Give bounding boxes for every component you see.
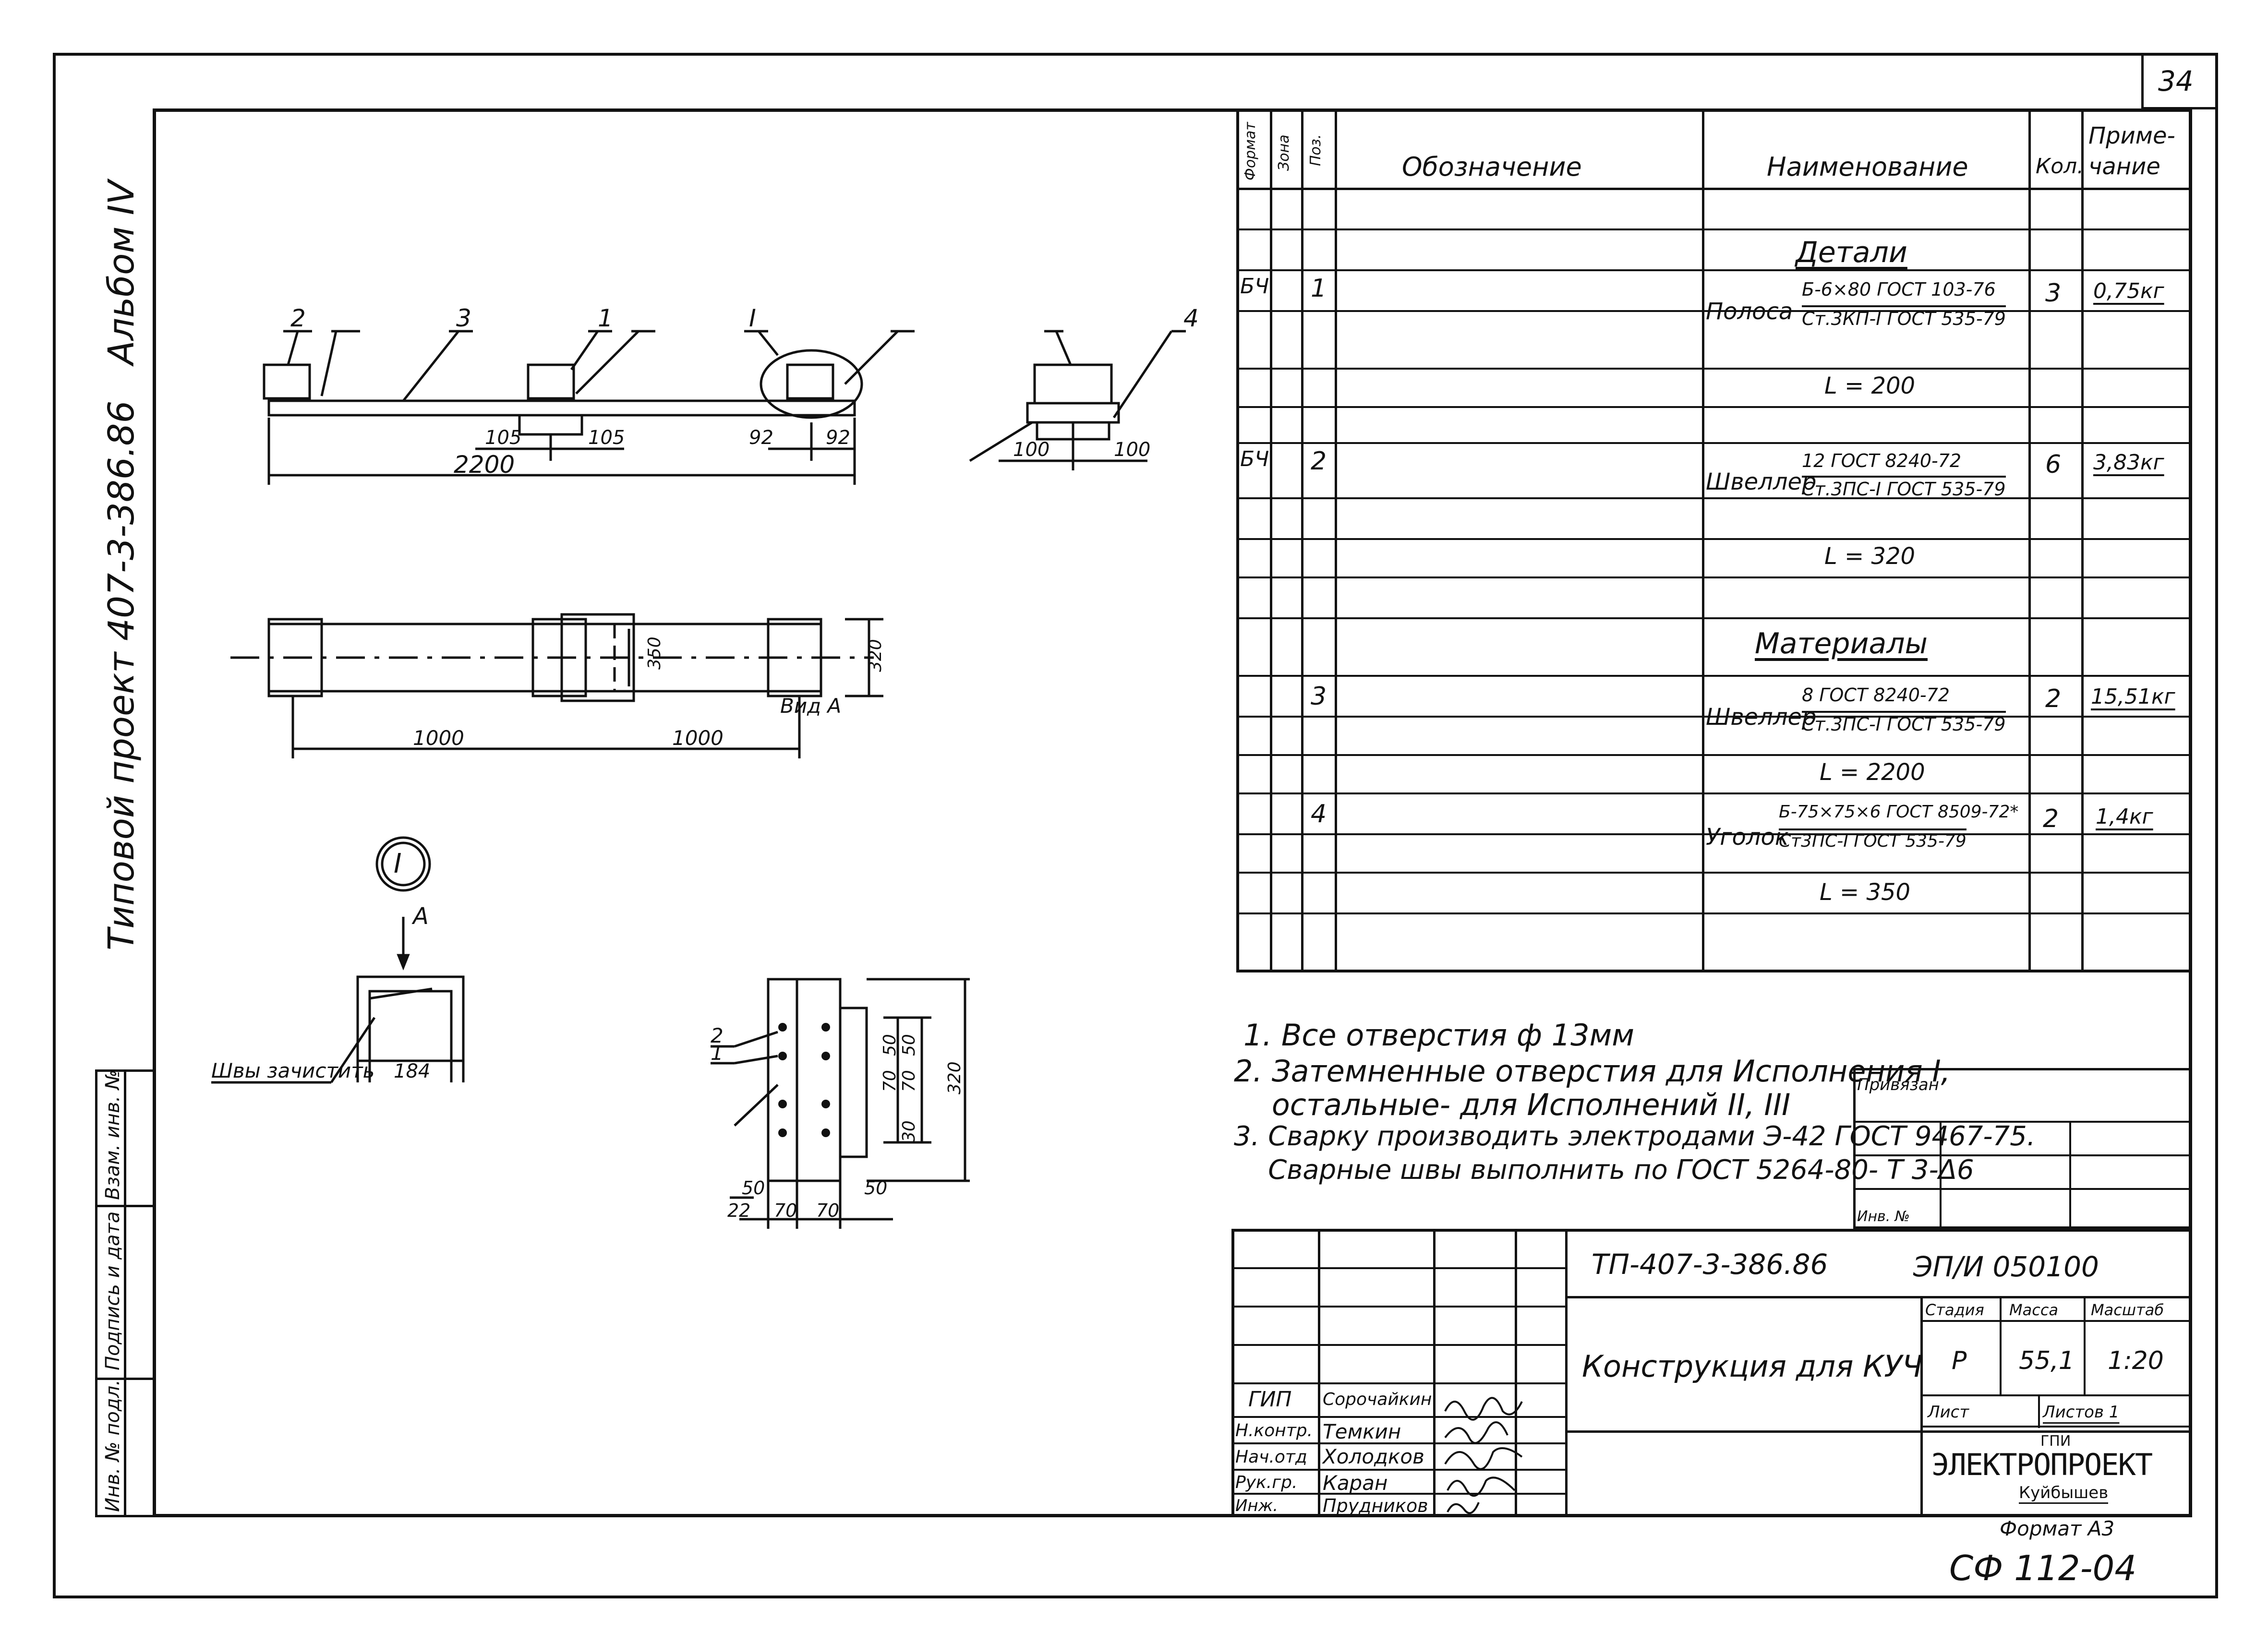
svg-text:50: 50 [864,1177,887,1199]
header-zone: Зона [1276,134,1292,171]
svg-text:2: 2 [711,1024,724,1047]
svg-text:92: 92 [749,427,773,449]
header-format: Формат [1242,122,1259,180]
svg-text:50: 50 [899,1034,919,1056]
svg-text:100: 100 [1013,439,1050,461]
svg-text:70: 70 [899,1070,919,1092]
header-note: Приме- чание [2088,122,2175,180]
svg-text:70: 70 [774,1200,797,1221]
svg-text:105: 105 [588,427,625,449]
side-view-channel [1033,363,1113,405]
svg-text:30: 30 [899,1120,919,1142]
stage-value: Р [1952,1346,1967,1375]
pos-1-label: 1 [598,304,613,332]
svg-text:22: 22 [727,1200,750,1221]
svg-text:320: 320 [945,1061,965,1094]
drawing-title: Конструкция для КУЧ [1582,1349,1923,1384]
svg-text:1000: 1000 [672,726,724,750]
node-I-marker-label: I [394,848,402,879]
spec-table: Формат Зона Поз. Обозначение Наименовани… [1236,108,2192,972]
header-pos: Поз. [1307,134,1324,166]
svg-text:100: 100 [1114,439,1150,461]
node-I-circle [760,349,863,419]
scale-value: 1:20 [2108,1346,2164,1375]
binding-box: Привязан Инв. № [1853,1068,2192,1229]
sheet-number: 34 [2158,65,2194,97]
section-materials: Материалы [1755,627,1928,660]
svg-text:350: 350 [645,636,664,670]
svg-text:A: A [411,903,429,930]
strip-plate [518,414,583,436]
svg-text:1000: 1000 [413,726,464,750]
mass-value: 55,1 [2019,1346,2075,1375]
node-I-label: I [749,304,756,332]
binding-inv-label: Инв. № [1857,1208,1910,1225]
stamp-code: СФ 112-04 [1949,1548,2137,1588]
view-A-title: Вид А [780,694,841,718]
svg-text:105: 105 [485,427,521,449]
svg-text:184: 184 [394,1060,430,1082]
node-I-marker [375,836,431,892]
header-name: Наименование [1767,152,1968,182]
channel-1-elevation [263,363,311,400]
svg-text:70: 70 [880,1070,900,1092]
pos-3-label: 3 [456,304,471,332]
header-designation: Обозначение [1402,152,1582,182]
project-code: ТП-407-3-386.86 [1592,1248,1828,1281]
svg-text:1: 1 [711,1041,724,1065]
svg-text:92: 92 [826,427,850,449]
svg-text:50: 50 [742,1177,765,1199]
dim-2200: 2200 [454,451,515,479]
section-details: Детали [1796,236,1907,269]
welds-label: Швы зачистить [211,1059,374,1082]
title-block: ТП-407-3-386.86 ЭП/И 050100 Конструкция … [1231,1229,2192,1517]
header-qty: Кол. [2036,154,2084,179]
doc-code: ЭП/И 050100 [1913,1250,2099,1283]
viewA-channel-left [767,978,798,1182]
svg-text:320: 320 [866,639,885,672]
channel-beam-elevation [267,399,856,417]
pos-2-label: 2 [290,304,306,332]
svg-text:70: 70 [816,1200,839,1221]
pos-4-label: 4 [1183,304,1199,332]
binding-label: Привязан [1857,1075,1939,1094]
org-name: ЭЛЕКТРОПРОЕКТ [1931,1447,2153,1482]
sheet-number-box [2141,53,2218,109]
svg-text:50: 50 [880,1034,900,1056]
outer-border [53,53,2218,1598]
format-label: Формат А3 [2000,1517,2115,1540]
signatures [1444,1397,1523,1514]
